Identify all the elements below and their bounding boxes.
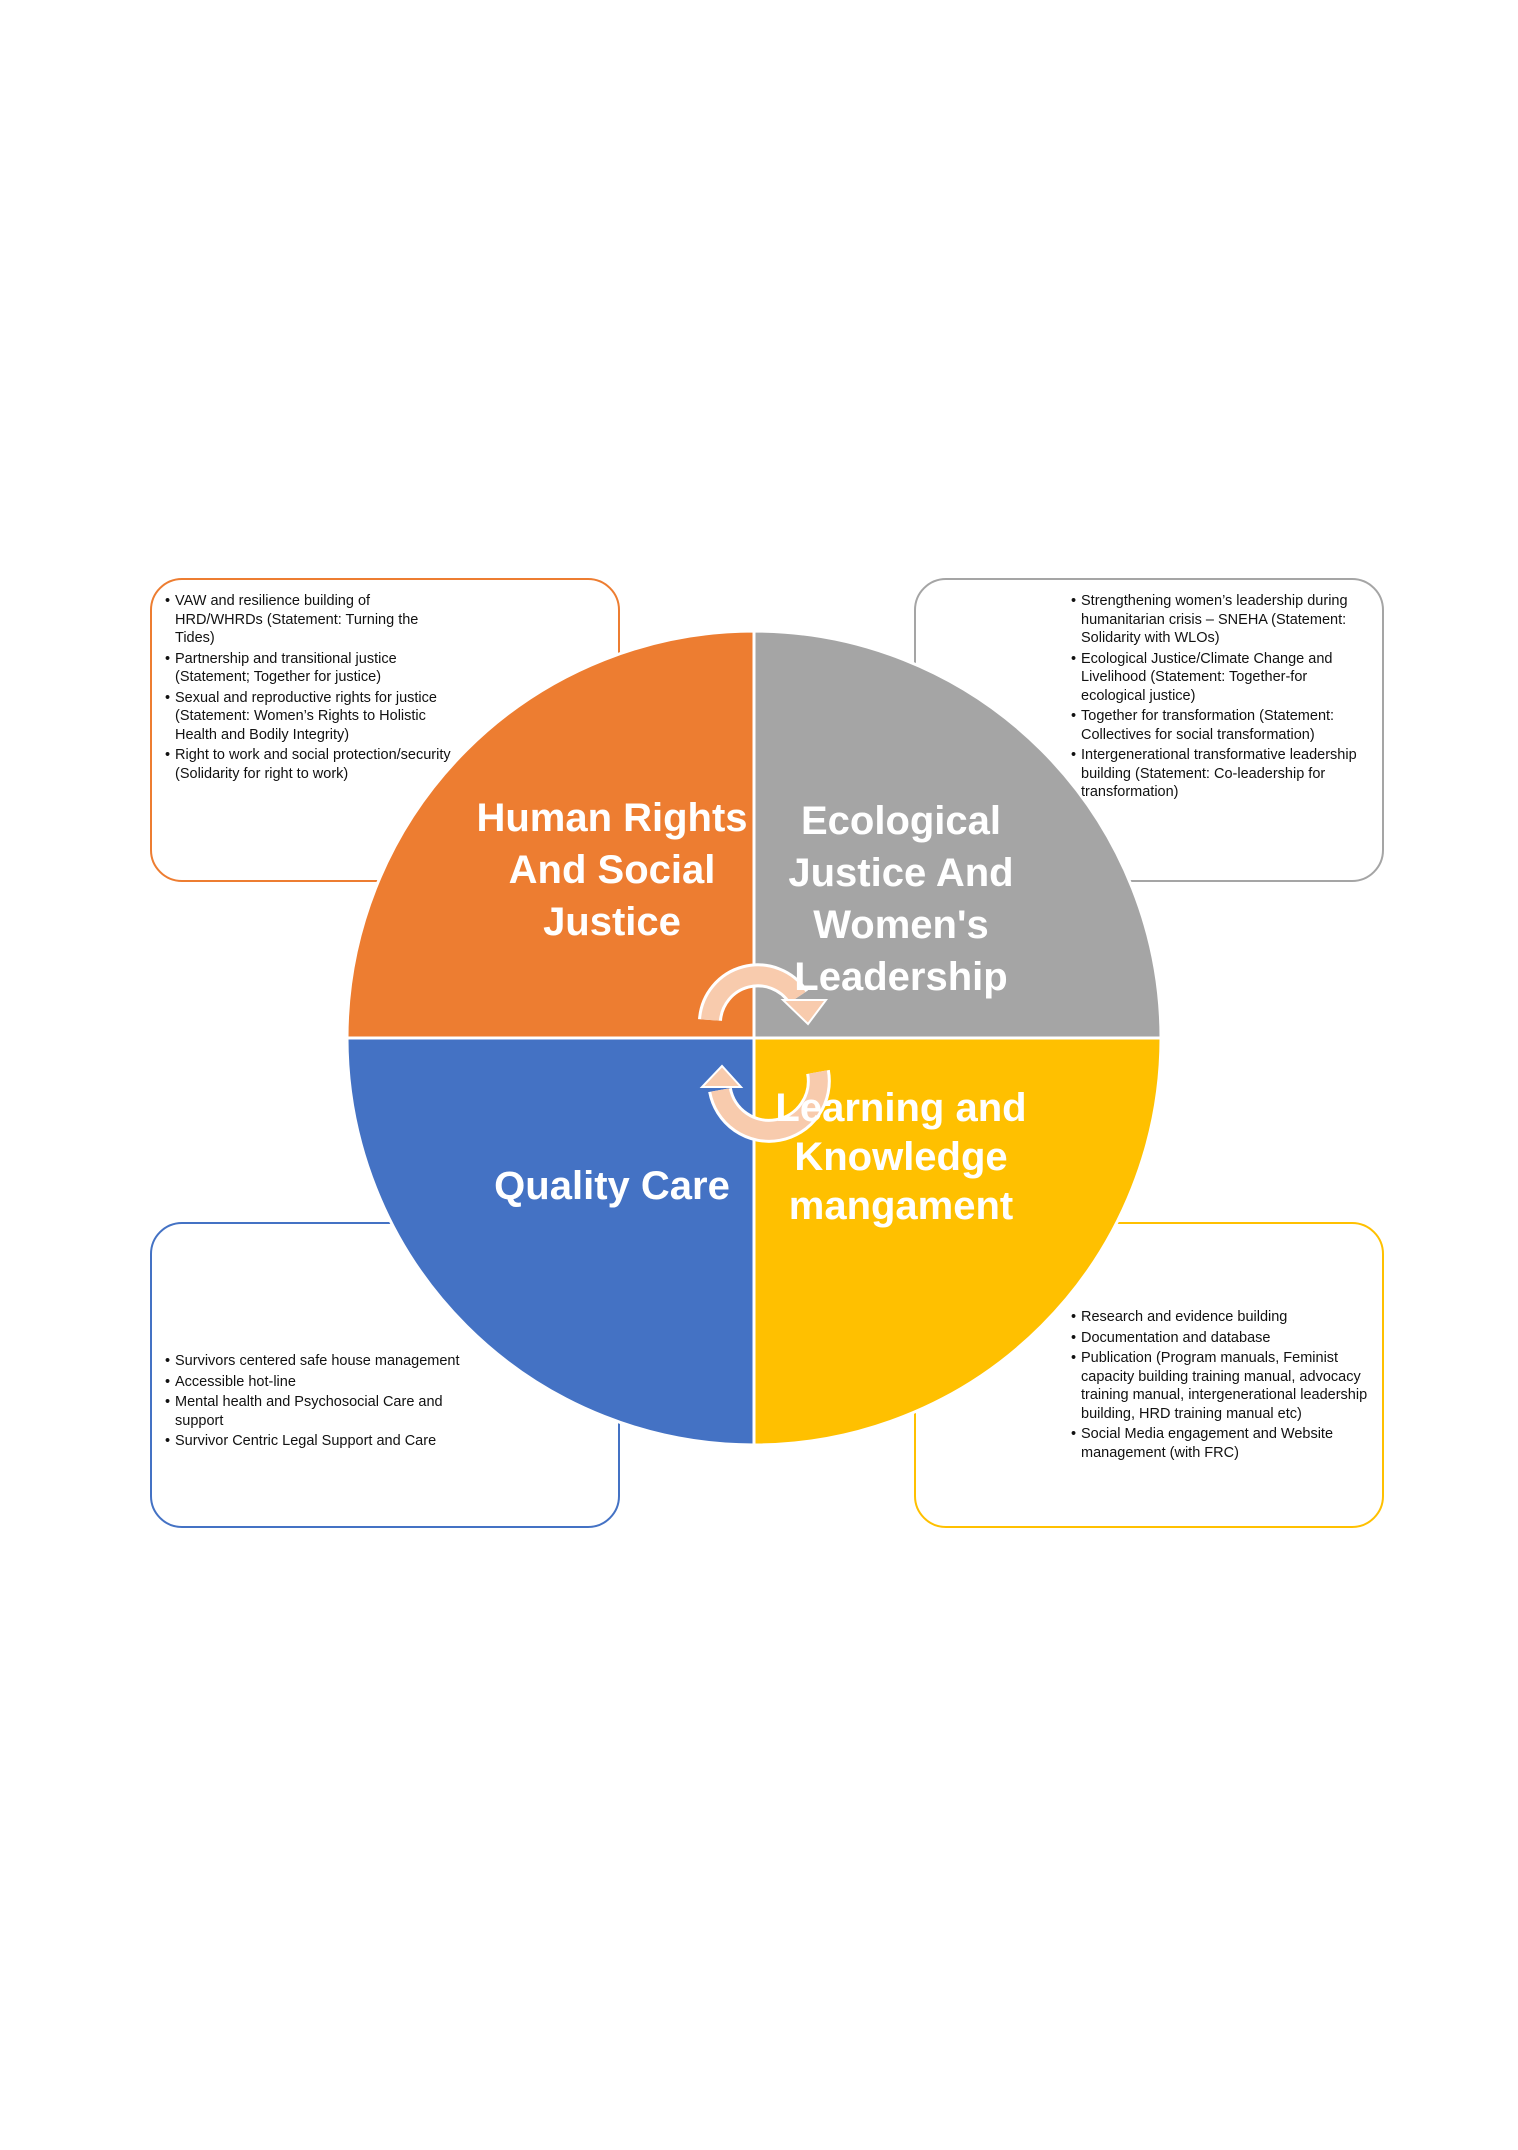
list-item: VAW and resilience building of HRD/WHRDs… [165, 592, 457, 648]
learning-quadrant [752, 1036, 1163, 1447]
cycle-arrow-top-icon [698, 963, 828, 1026]
list-item: Survivor Centric Legal Support and Care [165, 1432, 465, 1451]
quality-care-list: Survivors centered safe house management… [165, 1352, 465, 1453]
learning-list: Research and evidence building Documenta… [1071, 1308, 1376, 1464]
list-item: Strengthening women’s leadership during … [1071, 592, 1371, 648]
list-item: Together for transformation (Statement: … [1071, 707, 1371, 744]
quality-care-box: Survivors centered safe house management… [150, 1222, 620, 1528]
list-item: Partnership and transitional justice (St… [165, 650, 457, 687]
human-rights-list: VAW and resilience building of HRD/WHRDs… [165, 592, 457, 785]
list-item: Sexual and reproductive rights for justi… [165, 689, 457, 745]
list-item: Intergenerational transformative leaders… [1071, 746, 1371, 802]
list-item: Survivors centered safe house management [165, 1352, 465, 1371]
quality-care-quadrant [345, 1036, 756, 1447]
list-item: Research and evidence building [1071, 1308, 1376, 1327]
list-item: Mental health and Psychosocial Care and … [165, 1393, 465, 1430]
list-item: Documentation and database [1071, 1329, 1376, 1348]
cycle-arrow-bottom-icon [699, 1064, 831, 1143]
list-item: Right to work and social protection/secu… [165, 746, 457, 783]
ecological-label: Ecological Justice And Women's Leadershi… [788, 799, 1014, 999]
learning-label: Learning and Knowledge mangament [775, 1086, 1027, 1228]
quality-care-label: Quality Care [494, 1164, 730, 1208]
list-item: Social Media engagement and Website mana… [1071, 1425, 1376, 1462]
list-item: Publication (Program manuals, Feminist c… [1071, 1349, 1376, 1423]
human-rights-label: Human Rights And Social Justice [476, 796, 748, 944]
list-item: Ecological Justice/Climate Change and Li… [1071, 650, 1371, 706]
ecological-quadrant [752, 629, 1163, 1040]
ecological-list: Strengthening women’s leadership during … [1071, 592, 1371, 804]
list-item: Accessible hot-line [165, 1373, 465, 1392]
human-rights-quadrant [345, 629, 756, 1040]
